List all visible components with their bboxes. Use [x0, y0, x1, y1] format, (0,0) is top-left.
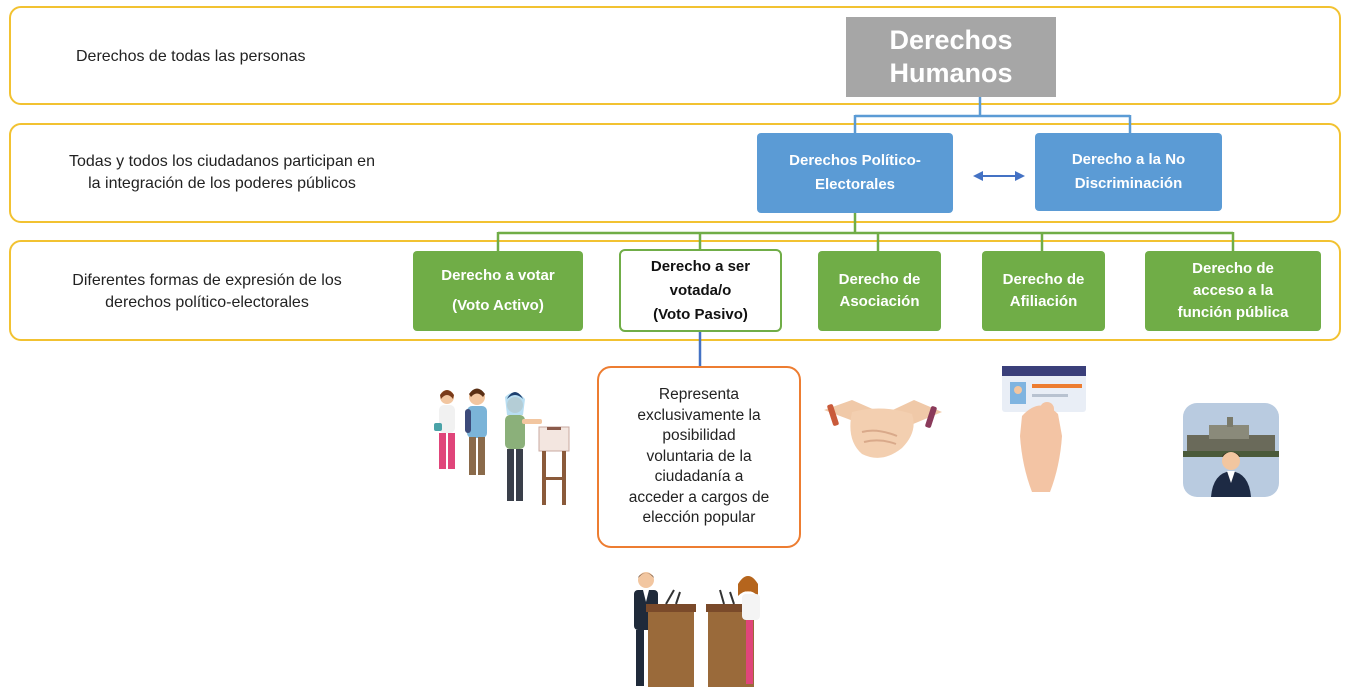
note-line-2: exclusivamente la — [637, 406, 761, 424]
band-label-1: Derechos de todas las personas — [76, 48, 306, 65]
band-label-2: Todas y todos los ciudadanos participan … — [22, 151, 422, 195]
node-access-public-function-line-1: Derecho de — [1192, 260, 1274, 277]
public-office-illustration — [1183, 403, 1279, 497]
node-right-to-be-voted-line-3: (Voto Pasivo) — [653, 305, 748, 323]
node-political-electoral-rights: Derechos Político- Electorales — [757, 133, 953, 213]
band-human-rights — [9, 6, 1341, 105]
node-right-of-affiliation-line-1: Derecho de — [1002, 271, 1085, 288]
band-label-2-line-1: Todas y todos los ciudadanos participan … — [69, 153, 375, 170]
node-non-discrimination-line-1: Derecho a la No — [1071, 151, 1186, 168]
node-political-electoral-rights-line-2: Electorales — [814, 176, 896, 193]
node-access-public-function-line-3: función pública — [1177, 304, 1289, 321]
node-human-rights: Derechos Humanos — [846, 17, 1056, 97]
band-label-2-line-2: la integración de los poderes públicos — [88, 175, 356, 192]
node-right-to-vote-line-1: Derecho a votar — [441, 267, 555, 284]
node-right-of-association: Derecho de Asociación — [818, 251, 941, 331]
node-non-discrimination-line-2: Discriminación — [1074, 175, 1183, 192]
note-voto-pasivo: Representa exclusivamente la posibilidad… — [597, 366, 801, 548]
node-right-to-vote: Derecho a votar (Voto Activo) — [413, 251, 583, 331]
note-line-4: voluntaria de la — [646, 447, 752, 465]
node-political-electoral-rights-line-1: Derechos Político- — [789, 152, 921, 169]
candidates-illustration — [634, 572, 760, 687]
handshake-illustration — [824, 400, 942, 458]
node-right-of-affiliation-line-2: Afiliación — [1009, 293, 1078, 310]
note-line-1: Representa — [658, 386, 740, 404]
node-non-discrimination: Derecho a la No Discriminación — [1035, 133, 1222, 211]
node-access-public-function-line-2: acceso a la — [1192, 282, 1274, 299]
note-line-7: elección popular — [642, 509, 756, 527]
note-line-3: posibilidad — [662, 427, 736, 445]
id-card-illustration — [1002, 366, 1086, 492]
band-label-3-line-1: Diferentes formas de expresión de los — [72, 272, 342, 289]
node-right-to-be-voted: Derecho a ser votada/o (Voto Pasivo) — [619, 249, 782, 332]
node-right-to-vote-line-2: (Voto Activo) — [452, 297, 544, 314]
band-label-3-line-2: derechos político-electorales — [105, 294, 309, 311]
node-human-rights-line-2: Humanos — [889, 58, 1013, 88]
voters-illustration — [434, 388, 570, 505]
note-line-5: ciudadanía a — [654, 468, 744, 486]
node-right-of-association-line-2: Asociación — [839, 293, 920, 310]
node-right-of-affiliation: Derecho de Afiliación — [982, 251, 1105, 331]
node-right-of-association-line-1: Derecho de — [838, 271, 921, 288]
node-human-rights-line-1: Derechos — [889, 25, 1013, 55]
node-right-to-be-voted-line-1: Derecho a ser — [650, 257, 751, 275]
node-right-to-be-voted-line-2: votada/o — [669, 281, 732, 299]
note-line-6: acceder a cargos de — [628, 488, 770, 506]
band-label-3: Diferentes formas de expresión de los de… — [22, 270, 392, 314]
node-access-public-function: Derecho de acceso a la función pública — [1145, 251, 1321, 331]
